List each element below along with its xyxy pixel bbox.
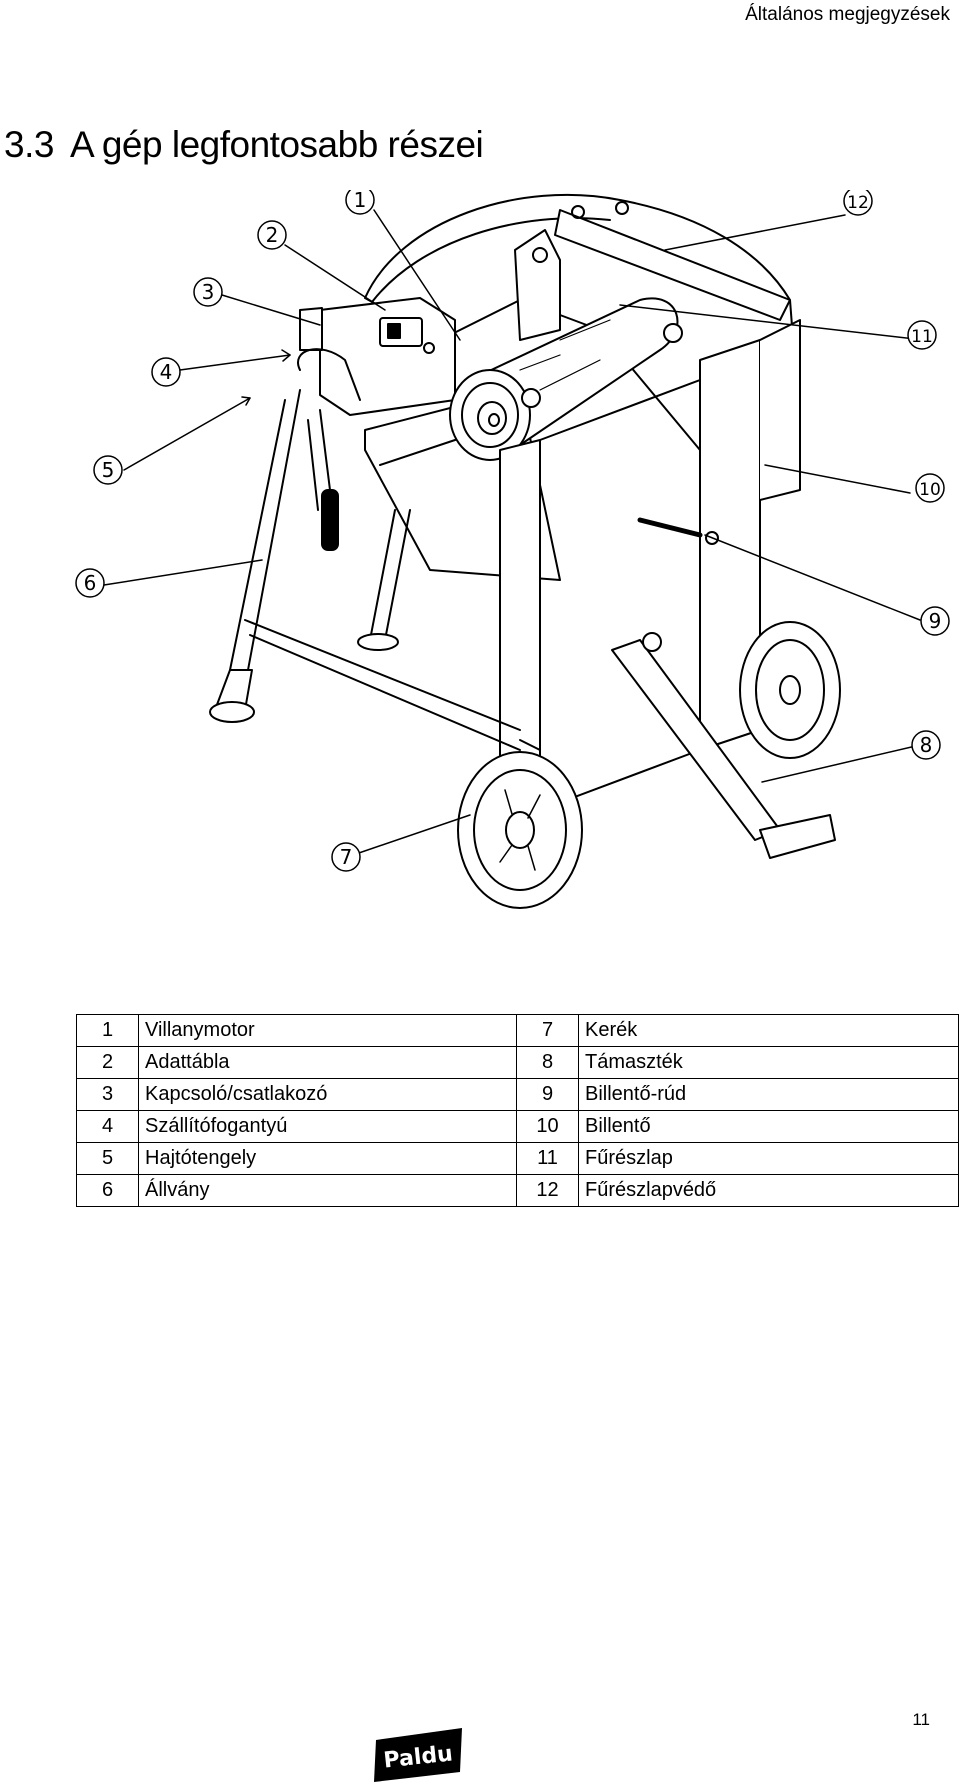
table-row: 4 Szállítófogantyú 10 Billentő: [76, 1110, 959, 1143]
callout-label-6: 6: [84, 571, 97, 595]
callout-label-4: 4: [160, 360, 173, 384]
section-number: 3.3: [4, 124, 54, 165]
part-name: Kerék: [578, 1014, 959, 1047]
callout-label-7: 7: [340, 845, 353, 869]
brand-logo: Paldu: [370, 1726, 466, 1784]
part-number: 10: [516, 1110, 579, 1143]
part-number: 8: [516, 1046, 579, 1079]
tilt-rod-spring: [637, 517, 703, 538]
table-row: 5 Hajtótengely 11 Fűrészlap: [76, 1142, 959, 1175]
part-name: Fűrészlap: [578, 1142, 959, 1175]
callout-5: [93, 455, 123, 485]
running-header: Általános megjegyzések: [745, 4, 950, 25]
part-number: 11: [516, 1142, 579, 1175]
section-title: 3.3 A gép legfontosabb részei: [4, 124, 484, 166]
callout-6: [75, 568, 105, 598]
part-number: 12: [516, 1174, 579, 1207]
section-title-text: A gép legfontosabb részei: [69, 124, 484, 165]
parts-legend-table: 1 Villanymotor 7 Kerék 2 Adattábla 8 Tám…: [76, 1014, 959, 1207]
machine-illustration: 1 2 3 4 5 6 7 8 9 10 11 12: [0, 190, 960, 1010]
callout-label-5: 5: [102, 458, 115, 482]
part-number: 4: [76, 1110, 139, 1143]
part-name: Villanymotor: [138, 1014, 517, 1047]
part-number: 2: [76, 1046, 139, 1079]
callout-label-12: 12: [847, 193, 869, 213]
part-name: Adattábla: [138, 1046, 517, 1079]
callout-11: [907, 320, 937, 350]
table-row: 6 Állvány 12 Fűrészlapvédő: [76, 1174, 959, 1207]
wheel-right: [739, 621, 841, 759]
part-name: Támaszték: [578, 1046, 959, 1079]
part-name: Szállítófogantyú: [138, 1110, 517, 1143]
callout-label-3: 3: [202, 280, 215, 304]
callout-8: [911, 730, 941, 760]
part-name: Billentő: [578, 1110, 959, 1143]
part-name: Fűrészlapvédő: [578, 1174, 959, 1207]
part-name: Billentő-rúd: [578, 1078, 959, 1111]
callout-label-2: 2: [266, 223, 279, 247]
part-number: 6: [76, 1174, 139, 1207]
callout-3: [193, 277, 223, 307]
wheel-left: [457, 751, 583, 909]
part-name: Állvány: [138, 1174, 517, 1207]
part-number: 9: [516, 1078, 579, 1111]
guard-bracket: [514, 229, 561, 341]
callout-12: [843, 190, 873, 216]
callout-7: [331, 842, 361, 872]
callout-4: [151, 357, 181, 387]
callout-2: [257, 220, 287, 250]
callout-label-9: 9: [929, 609, 942, 633]
table-row: 1 Villanymotor 7 Kerék: [76, 1014, 959, 1047]
callout-9: [920, 606, 950, 636]
callout-1: [345, 190, 375, 215]
part-number: 7: [516, 1014, 579, 1047]
part-name: Hajtótengely: [138, 1142, 517, 1175]
callout-10: [915, 473, 945, 503]
blade-guard: [364, 193, 801, 451]
callout-label-8: 8: [920, 733, 933, 757]
table-row: 2 Adattábla 8 Támaszték: [76, 1046, 959, 1079]
part-number: 1: [76, 1014, 139, 1047]
callout-label-11: 11: [911, 327, 933, 347]
part-name: Kapcsoló/csatlakozó: [138, 1078, 517, 1111]
transport-handle: [297, 348, 361, 401]
callout-label-10: 10: [919, 480, 941, 500]
part-number: 5: [76, 1142, 139, 1175]
page-number: 11: [912, 1710, 930, 1729]
part-number: 3: [76, 1078, 139, 1111]
table-row: 3 Kapcsoló/csatlakozó 9 Billentő-rúd: [76, 1078, 959, 1111]
callout-label-1: 1: [354, 190, 367, 212]
